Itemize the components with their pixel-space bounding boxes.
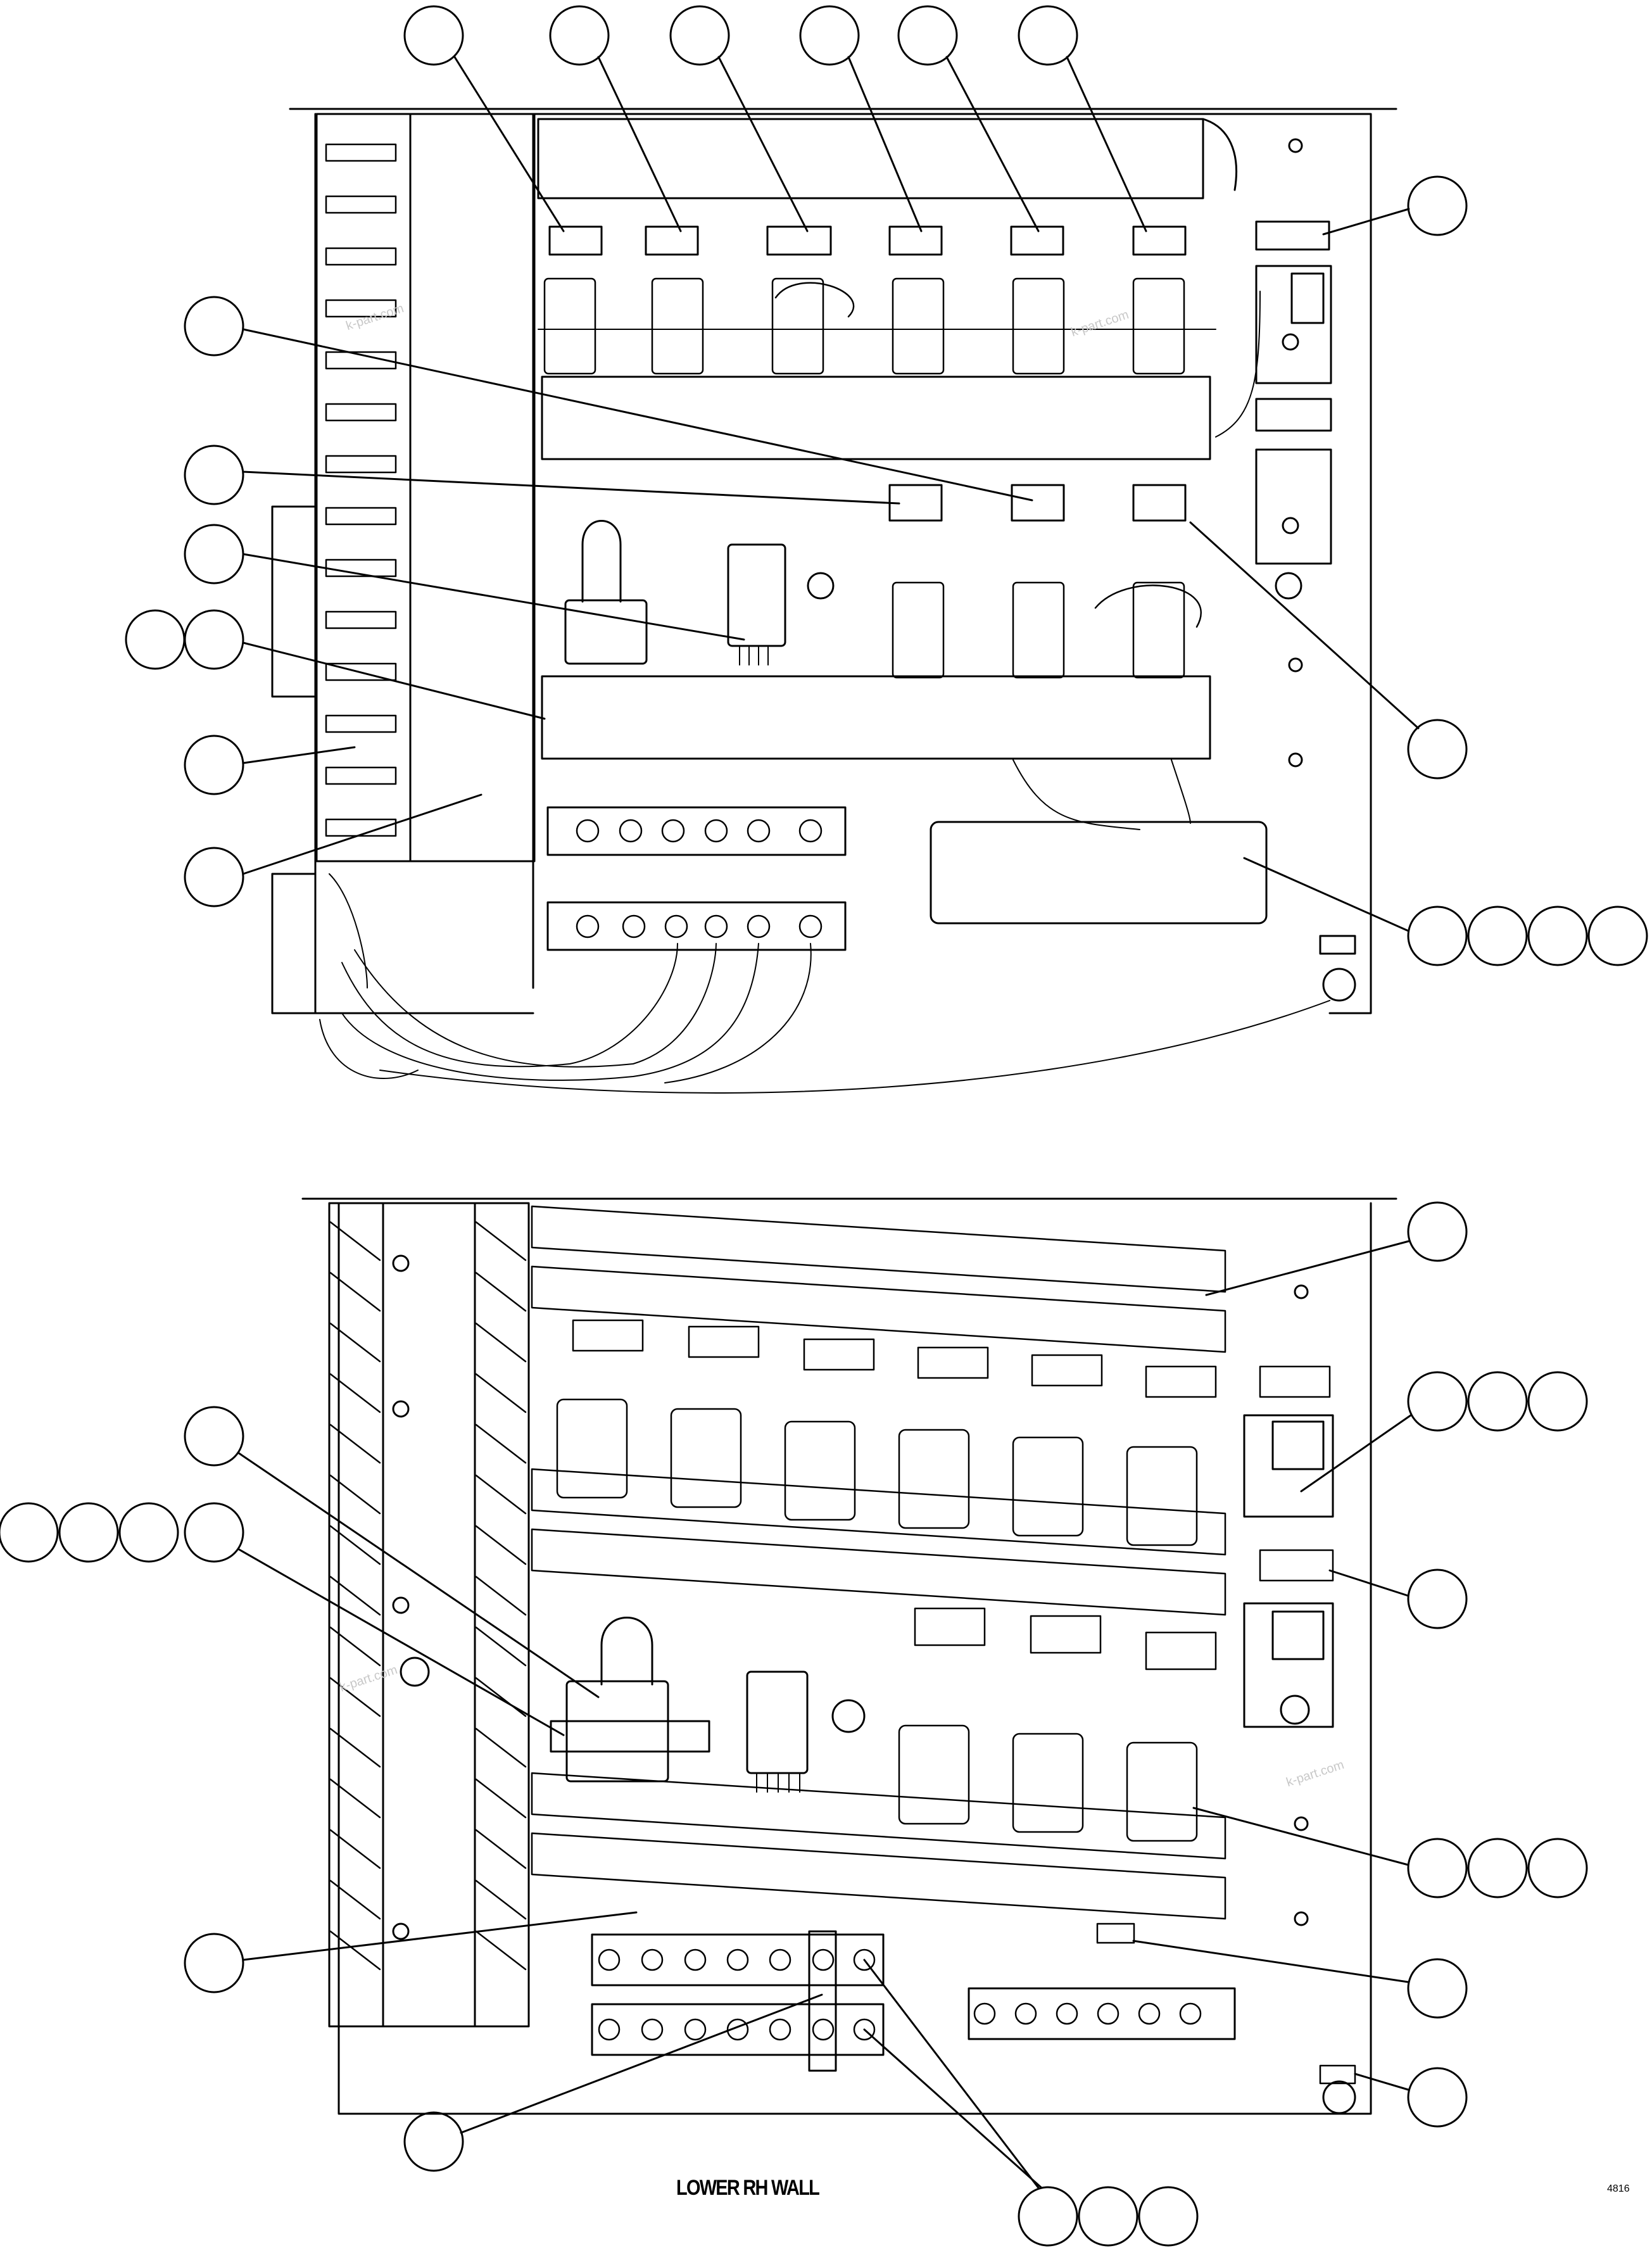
callout-bubble (1527, 1838, 1588, 1898)
callout-bubble (125, 609, 186, 670)
callout-bubble (1407, 906, 1468, 966)
callout-bubble (58, 1502, 119, 1563)
callout-bubble (1407, 1569, 1468, 1629)
callout-bubble (1407, 719, 1468, 780)
callout-bubble (1527, 1371, 1588, 1432)
callout-bubble (1467, 1371, 1528, 1432)
callout-bubble (1407, 175, 1468, 236)
figure-number: 4816 (1607, 2183, 1630, 2194)
callout-bubble (184, 1406, 244, 1467)
view-label: LOWER RH WALL (676, 2176, 820, 2200)
callout-bubble (184, 524, 244, 584)
callout-bubble (1138, 2186, 1199, 2247)
callout-bubble (1467, 1838, 1528, 1898)
upper-panel-view (271, 108, 1397, 1094)
callout-bubble (184, 296, 244, 357)
callout-bubble (403, 2111, 464, 2172)
callout-bubble (1407, 1371, 1468, 1432)
callout-bubble (184, 1933, 244, 1993)
callout-bubble (799, 5, 860, 66)
callout-bubble (1407, 1958, 1468, 2019)
callout-bubble (184, 735, 244, 795)
callout-bubble (184, 609, 244, 670)
callout-bubble (184, 847, 244, 907)
callout-bubble (0, 1502, 59, 1563)
callout-bubble (1407, 1838, 1468, 1898)
callout-bubble (1018, 2186, 1078, 2247)
lower-panel-view (301, 1197, 1397, 2115)
callout-bubble (669, 5, 730, 66)
callout-bubble (1407, 1201, 1468, 1262)
callout-bubble (403, 5, 464, 66)
callout-bubble (184, 1502, 244, 1563)
callout-bubble (1407, 2067, 1468, 2128)
callout-bubble (1527, 906, 1588, 966)
callout-bubble (549, 5, 610, 66)
callout-bubble (1018, 5, 1078, 66)
callouts (0, 5, 1648, 2247)
callout-bubble (1078, 2186, 1138, 2247)
callout-bubble (1587, 906, 1648, 966)
callout-bubble (184, 445, 244, 505)
callout-bubble (118, 1502, 179, 1563)
callout-bubble (897, 5, 958, 66)
callout-bubble (1467, 906, 1528, 966)
